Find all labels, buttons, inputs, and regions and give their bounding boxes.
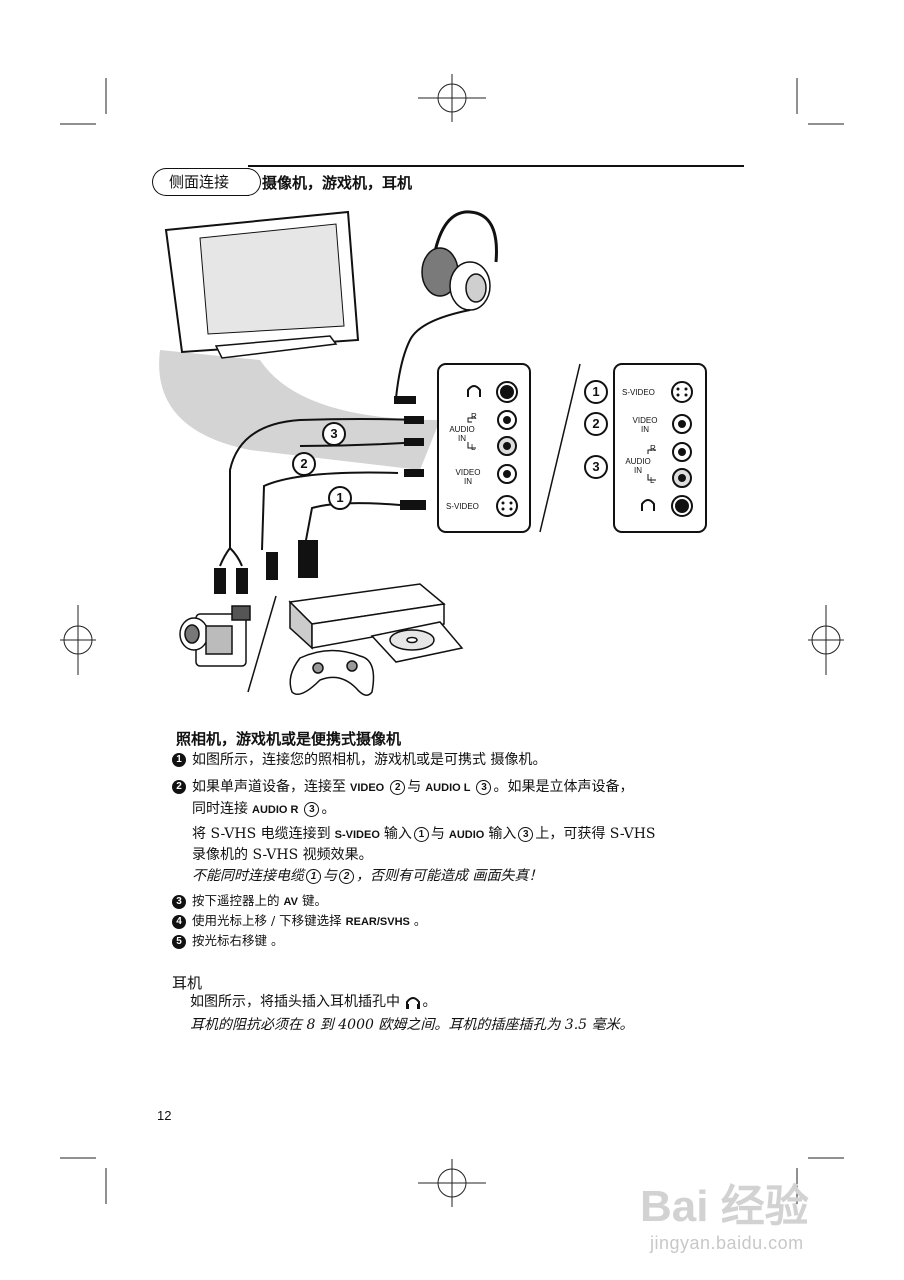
step-number: 3 — [172, 894, 186, 909]
tv-illustration — [159, 210, 440, 470]
circled-number: 3 — [518, 826, 534, 842]
step-text: 键。 — [301, 893, 327, 908]
header-rule — [248, 165, 744, 167]
circled-number: 1 — [306, 868, 321, 884]
step-2-cont: 同时连接 AUDIO R 3。 — [192, 799, 335, 821]
circled-number: 3 — [476, 779, 492, 795]
side-panel-right — [613, 363, 707, 533]
step-text: 按下遥控器上的 — [192, 893, 280, 908]
label-s-video: S-VIDEO — [622, 388, 655, 397]
step-text: 。如果是立体声设备， — [493, 779, 634, 795]
circled-number: 2 — [390, 779, 406, 795]
step-1: 1 如图所示，连接您的照相机，游戏机或是可携式 摄像机。 — [172, 750, 546, 771]
headphone-icon — [406, 997, 421, 1009]
circled-number: 3 — [304, 801, 320, 817]
section-pill: 侧面连接 — [152, 167, 261, 196]
camcorder-illustration — [179, 605, 251, 667]
step-5: 5 按光标右移键 。 — [172, 930, 283, 951]
step-text: 。 — [321, 801, 336, 817]
step-text: 如图所示，连接您的照相机，游戏机或是可携式 摄像机。 — [192, 752, 547, 768]
label-audio-in: AUDIO IN — [625, 457, 651, 475]
para-text: 输入 — [383, 826, 412, 842]
cable-number: 3 — [322, 422, 346, 446]
step-text: 使用光标上移 / 下移键选择 — [192, 913, 342, 928]
key-label: AUDIO L — [425, 782, 471, 794]
crop-marks — [60, 74, 844, 1207]
cable-number: 1 — [328, 486, 352, 510]
game-console-illustration — [288, 583, 464, 696]
plugs — [214, 396, 426, 594]
label-l: L — [471, 443, 476, 452]
label-video-in: VIDEO IN — [455, 468, 481, 486]
para-text: 上，可获得 S-VHS — [535, 826, 656, 842]
para-text: 输入 — [488, 826, 517, 842]
step-number: 2 — [172, 780, 186, 794]
circled-number: 2 — [339, 868, 354, 884]
key-label: VIDEO — [350, 782, 385, 794]
key-label: S-VIDEO — [334, 829, 380, 841]
label-video-in: VIDEO IN — [632, 416, 658, 434]
headphone-line-2: 耳机的阻抗必须在 8 到 4000 欧姆之间。耳机的插座插孔为 3.5 毫米。 — [190, 1017, 634, 1033]
page-number: 12 — [157, 1108, 172, 1123]
para-text: 将 S-VHS 电缆连接到 — [192, 826, 331, 842]
warning-text: 不能同时连接电缆 — [192, 868, 304, 884]
step-number: 4 — [172, 914, 186, 929]
section-title-headphones: 耳机 — [172, 974, 203, 992]
side-panel-left — [437, 363, 531, 533]
connector-number: 2 — [584, 412, 608, 436]
label-l: L — [650, 476, 655, 485]
connector-number: 1 — [584, 380, 608, 404]
headphone-jack-icon — [467, 385, 481, 397]
label-s-video: S-VIDEO — [446, 502, 479, 511]
headphones-illustration — [395, 210, 498, 399]
svhs-line-2: 录像机的 S-VHS 视频效果。 — [192, 847, 373, 863]
step-text: 同时连接 — [192, 801, 248, 817]
step-text: 按光标右移键 。 — [192, 933, 284, 948]
step-text: 与 — [407, 779, 422, 795]
key-label: AV — [283, 896, 298, 908]
step-number: 5 — [172, 934, 186, 949]
divider — [539, 363, 581, 533]
watermark-url: jingyan.baidu.com — [650, 1233, 804, 1253]
circled-number: 1 — [413, 826, 429, 842]
label-r: R — [650, 444, 656, 453]
para-text: 如图所示，将插头插入耳机插孔中 — [190, 994, 400, 1010]
step-text: 如果单声道设备，连接至 — [192, 779, 346, 795]
step-text: 。 — [413, 913, 427, 928]
warning-text: ，否则有可能造成 画面失真！ — [356, 868, 543, 884]
key-label: AUDIO — [448, 829, 485, 841]
section-title: 照相机，游戏机或是便携式摄像机 — [176, 730, 402, 748]
para-text: 。 — [422, 994, 437, 1010]
section-subtitle: 摄像机，游戏机，耳机 — [262, 174, 413, 192]
headphone-jack-icon — [641, 499, 655, 511]
cable-number: 2 — [292, 452, 316, 476]
warning-text: 与 — [323, 868, 337, 884]
label-r: R — [471, 412, 477, 421]
watermark-logo: Bai 经验 — [640, 1182, 809, 1231]
connector-number: 3 — [584, 455, 608, 479]
para-text: 与 — [430, 826, 445, 842]
key-label: AUDIO R — [252, 804, 299, 816]
key-label: REAR/SVHS — [345, 916, 410, 928]
step-number: 1 — [172, 753, 186, 767]
label-audio-in: AUDIO IN — [449, 425, 475, 443]
headphone-line-1: 如图所示，将插头插入耳机插孔中 。 — [190, 992, 436, 1013]
